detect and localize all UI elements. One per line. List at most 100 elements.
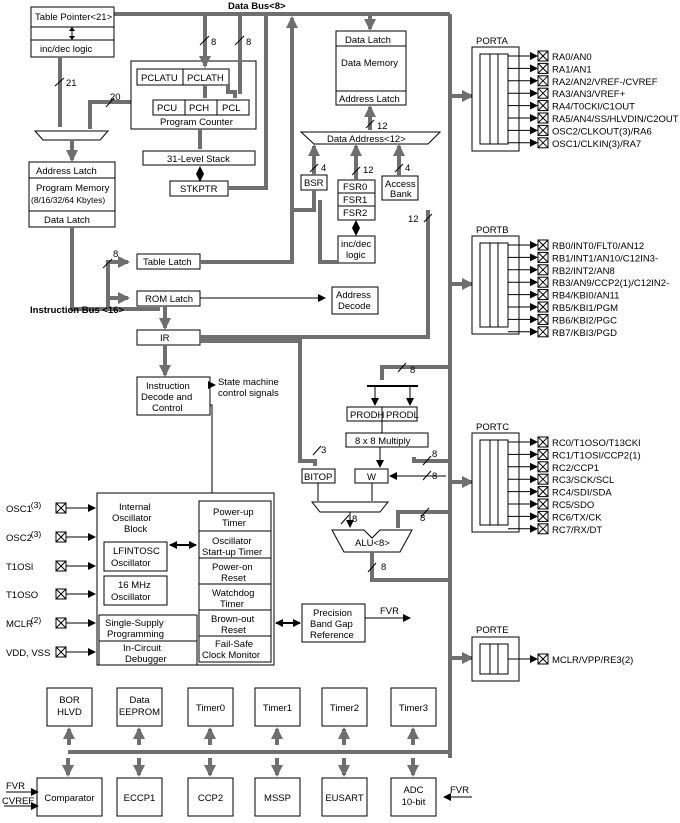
fsr0-label: FSR0 (343, 182, 367, 193)
portc-pin-3: RC3/SCK/SCL (552, 475, 614, 486)
svg-text:Debugger: Debugger (125, 654, 167, 665)
fsr-bus-link (318, 200, 338, 264)
t1oso-pin-label: T1OSO (6, 590, 38, 601)
svg-text:Single-Supply: Single-Supply (105, 618, 164, 629)
svg-text:logic: logic (346, 250, 366, 261)
ssp-block (98, 614, 198, 642)
osc2-pin-label: OSC2 (6, 533, 32, 544)
table-latch-label: Table Latch (143, 257, 192, 268)
multiply-label: 8 x 8 Multiply (355, 436, 411, 447)
data-address-mux (299, 131, 442, 145)
svg-text:LFINTOSC: LFINTOSC (113, 546, 160, 557)
portb-pin-7: RB7/KBI3/PGD (552, 328, 617, 339)
portc-pin-0: RC0/T1OSO/T13CKI (552, 438, 641, 449)
program-memory-label: Program Memory (36, 183, 110, 194)
data-memory-label: Data Memory (341, 58, 398, 69)
svg-text:8: 8 (246, 37, 251, 48)
alu-label: ALU<8> (355, 538, 390, 549)
peripheral-top-1 (116, 687, 163, 727)
portc-pin-7: RC7/RX/DT (552, 525, 602, 536)
svg-text:inc/dec: inc/dec (341, 239, 371, 250)
porta-pin-4: RA4/T0CKI/C1OUT (552, 102, 635, 113)
data-address-label: Data Address<12> (327, 134, 406, 145)
svg-text:21: 21 (66, 78, 77, 89)
svg-text:10-bit: 10-bit (402, 797, 426, 808)
svg-text:12: 12 (377, 121, 388, 132)
svg-text:4: 4 (321, 163, 326, 174)
pclath-to-pcl (226, 85, 237, 98)
multiply-block (345, 432, 429, 448)
peripheral-top-3-label: Timer1 (263, 703, 292, 714)
rom-latch-label: ROM Latch (145, 294, 193, 305)
table-pointer-label: Table Pointer<21> (35, 12, 113, 23)
instruction-bus-label: Instruction Bus <16> (30, 305, 124, 316)
porta-pin-5: RA5/AN4/SS/HLVDIN/C2OUT (552, 114, 679, 125)
pm-address-latch-label: Address Latch (36, 166, 97, 177)
ir-to-bitop (200, 339, 317, 466)
svg-text:8: 8 (352, 514, 357, 525)
portc-pin-5: RC5/SDO (552, 500, 594, 511)
osc1-pin-label: OSC1 (6, 504, 32, 515)
svg-text:Reset: Reset (221, 625, 246, 636)
porta-pin-2: RA2/AN2/VREF-/CVREF (552, 77, 658, 88)
porta-pin-6: OSC2/CLKOUT(3)/RA6 (552, 126, 652, 137)
peripheral-top-4 (321, 687, 368, 727)
bitop-label: BITOP (304, 472, 332, 483)
porta-pin-0: RA0/AN0 (552, 52, 592, 63)
svg-text:Decode: Decode (338, 301, 371, 312)
alu-mux (310, 501, 390, 513)
pclath-label: PCLATH (187, 73, 224, 84)
svg-text:Reset: Reset (221, 573, 246, 584)
por-label: Power-on (212, 562, 253, 573)
address-decode-block (331, 286, 379, 315)
svg-text:Start-up Timer: Start-up Timer (202, 547, 262, 558)
vdd-vss-pin-label: VDD, VSS (6, 648, 50, 659)
portb-pin-1: RB1/INT1/AN10/C12IN3- (552, 253, 658, 264)
ir-label: IR (160, 333, 170, 344)
peripheral-bottom-3-label: MSSP (264, 793, 291, 804)
portb-pin-4: RB4/KBI0/AN11 (552, 291, 619, 302)
svg-text:Decode and: Decode and (141, 392, 192, 403)
svg-text:Access: Access (385, 179, 416, 190)
svg-text:Address: Address (336, 290, 371, 301)
portb-pin-0: RB0/INT0/FLT0/AN12 (552, 241, 644, 252)
pm-to-table-latch (106, 256, 130, 309)
peripheral-bottom-2-label: CCP2 (198, 793, 223, 804)
state-machine-label: State machine (218, 377, 279, 388)
svg-text:Instruction: Instruction (146, 381, 190, 392)
svg-text:8: 8 (381, 562, 386, 573)
icd-block (98, 640, 198, 666)
peripheral-top-2 (187, 687, 234, 727)
pc-to-mux (88, 100, 131, 129)
alu-block (331, 529, 413, 553)
pch-label: PCH (189, 103, 209, 114)
svg-text:Band Gap: Band Gap (310, 619, 353, 630)
data-bus-label: Data Bus<8> (228, 1, 286, 12)
fvr-out-label: FVR (380, 606, 399, 617)
prodl-label: PRODL (386, 410, 419, 421)
peripheral-bottom-0 (36, 777, 103, 817)
peripheral-top-5 (390, 687, 437, 727)
lfintosc-block (103, 541, 168, 572)
peripheral-bottom-1 (116, 777, 163, 817)
portc-pin-4: RC4/SDI/SDA (552, 488, 612, 499)
peripheral-bottom-3 (254, 777, 301, 817)
bus-to-w (412, 457, 450, 463)
portc-pin-2: RC2/CCP1 (552, 463, 599, 474)
porta-pin-1: RA1/AN1 (552, 64, 592, 75)
peripheral-bottom-0-label: Comparator (44, 793, 94, 804)
fsr2-label: FSR2 (343, 208, 367, 219)
svg-text:Internal: Internal (119, 502, 151, 513)
svg-text:3: 3 (321, 445, 326, 456)
portb-pin-2: RB2/INT2/AN8 (552, 266, 615, 277)
svg-text:Bank: Bank (390, 189, 412, 200)
peripheral-bottom-5-label: ADC (403, 785, 423, 796)
portc-pin-1: RC1/T1OSI/CCP2(1) (552, 450, 641, 461)
prodh-label: PRODH (350, 410, 384, 421)
bsr-to-bus (292, 190, 316, 212)
peripheral-bottom-4-label: EUSART (325, 793, 364, 804)
fvr-adc-label: FVR (450, 785, 469, 796)
peripheral-top-3 (254, 687, 301, 727)
program-memory-block (28, 161, 116, 228)
